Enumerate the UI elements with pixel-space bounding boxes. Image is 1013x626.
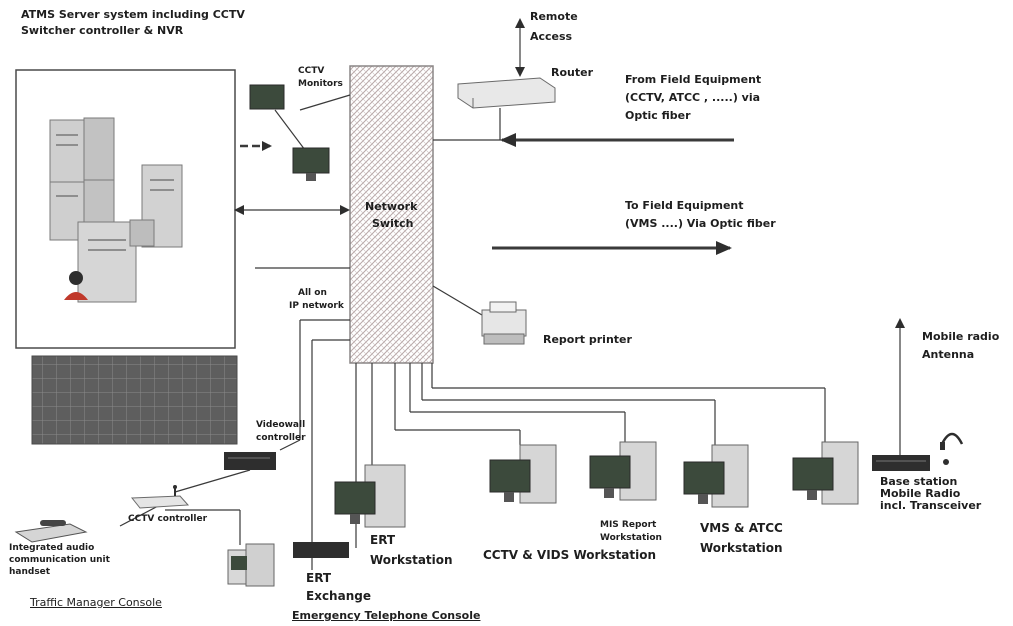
traffic-manager-console-label: Traffic Manager Console <box>30 596 162 609</box>
base-station-label-line3: incl. Transceiver <box>880 499 982 512</box>
ert-exchange-label-line2: Exchange <box>306 589 371 603</box>
to-field-label-line2: (VMS ....) Via Optic fiber <box>625 217 776 230</box>
vms-atcc-label-line2: Workstation <box>700 541 783 555</box>
vms-workstation-icon <box>683 444 749 508</box>
mis-report-label: MIS Report <box>600 520 657 530</box>
cctv-vids-label: CCTV & VIDS Workstation <box>483 548 657 562</box>
audio-unit-label-line3: handset <box>9 567 51 577</box>
router-label: Router <box>551 66 594 79</box>
cctv-controller-icon <box>130 485 190 509</box>
network-switch-label: Network <box>365 200 418 213</box>
cctv-monitors-label-line2: Monitors <box>298 79 343 89</box>
network-switch-icon <box>349 65 434 364</box>
cctv-monitor-icon <box>249 84 330 181</box>
base-station-workstation-icon <box>792 441 859 505</box>
ert-workstation-label: ERT <box>370 533 396 547</box>
mis-report-label-line2: Workstation <box>600 533 662 543</box>
from-field-label-line3: Optic fiber <box>625 109 691 122</box>
headset-icon <box>940 432 964 465</box>
audio-unit-label: Integrated audio <box>9 543 95 553</box>
server-cluster-icon <box>49 117 183 303</box>
mobile-radio-label-line2: Antenna <box>922 348 975 361</box>
cctv-vids-workstation-icon <box>489 444 557 504</box>
ip-network-label: All on <box>298 288 327 298</box>
atms-title-line2: Switcher controller & NVR <box>21 24 184 37</box>
videowall-icon <box>31 355 238 445</box>
mis-workstation-icon <box>589 441 657 501</box>
report-printer-label: Report printer <box>543 333 632 346</box>
ert-exchange-label: ERT <box>306 571 332 585</box>
emergency-telephone-console-label: Emergency Telephone Console <box>292 609 481 622</box>
ip-network-label-line2: IP network <box>289 301 344 311</box>
atms-title: ATMS Server system including CCTV <box>21 8 245 21</box>
videowall-controller-label: Videowall <box>256 420 306 430</box>
videowall-controller-label-line2: controller <box>256 433 306 443</box>
cctv-controller-label: CCTV controller <box>128 514 208 524</box>
router-icon <box>457 77 556 109</box>
network-switch-label-line2: Switch <box>372 217 414 230</box>
base-station-label-line2: Mobile Radio <box>880 487 961 500</box>
vms-atcc-label: VMS & ATCC <box>700 521 783 535</box>
remote-label: Remote <box>530 10 578 23</box>
to-field-label: To Field Equipment <box>625 199 744 212</box>
ert-exchange-icon <box>293 542 349 558</box>
audio-unit-label-line2: communication unit <box>9 555 110 565</box>
base-station-icon <box>872 455 930 471</box>
atms-server-box <box>15 69 236 349</box>
audio-handset-icon <box>14 520 88 543</box>
user-icon <box>64 271 88 300</box>
connection-lines <box>119 18 905 570</box>
mobile-radio-label: Mobile radio <box>922 330 1000 343</box>
printer-icon <box>481 301 527 345</box>
base-station-label: Base station <box>880 475 958 488</box>
from-field-label-line2: (CCTV, ATCC , .....) via <box>625 91 761 104</box>
cctv-monitors-label: CCTV <box>298 66 325 76</box>
access-label: Access <box>530 30 573 43</box>
ert-workstation-icon <box>334 464 406 528</box>
videowall-controller-icon <box>224 452 276 470</box>
from-field-label: From Field Equipment <box>625 73 762 86</box>
traffic-manager-workstation-icon <box>227 543 275 587</box>
ert-workstation-label-line2: Workstation <box>370 553 453 567</box>
